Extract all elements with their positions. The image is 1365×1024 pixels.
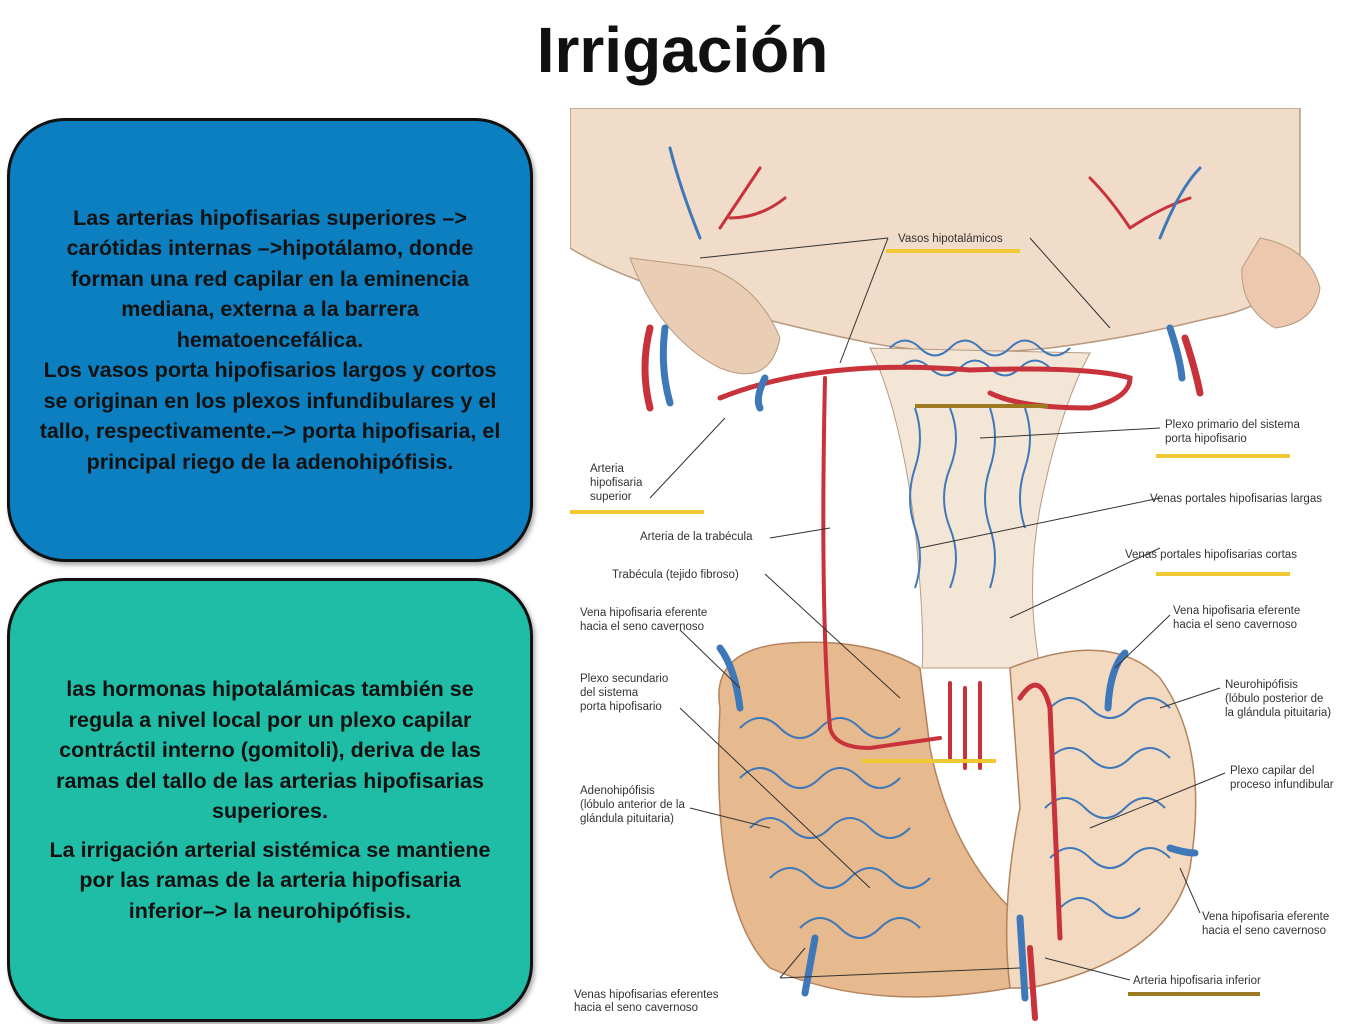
label-plexo-secundario-3: porta hipofisario: [580, 701, 662, 713]
label-arteria-trabecula: Arteria de la trabécula: [640, 531, 753, 543]
label-venas-cortas: Venas portales hipofisarias cortas: [1125, 549, 1297, 561]
infundibular-plexus-mesh: [1044, 697, 1171, 919]
leader-lines: [649, 237, 1226, 981]
info-paragraph: las hormonas hipotalámicas también se re…: [56, 677, 484, 823]
label-vena-izquierda: Vena hipofisaria eferente: [580, 607, 707, 619]
figure-labels: Vasos hipotalámicos Plexo primario del s…: [574, 233, 1334, 1014]
label-plexo-capilar: Plexo capilar del: [1230, 765, 1314, 777]
pituitary-vascular-illustration: Vasos hipotalámicos Plexo primario del s…: [570, 108, 1360, 1024]
info-paragraph: Los vasos porta hipofisarios largos y co…: [39, 358, 501, 474]
label-arteria-inferior: Arteria hipofisaria inferior: [1133, 975, 1261, 987]
info-box-superior-arteries: Las arterias hipofisarias superiores –> …: [7, 118, 533, 562]
info-paragraph: La irrigación arterial sistémica se mant…: [49, 837, 491, 923]
label-arteria-superior-2: hipofisaria: [590, 477, 643, 489]
label-plexo-secundario-2: del sistema: [580, 687, 639, 699]
label-arteria-superior: Arteria: [590, 463, 624, 475]
veins: [659, 146, 1202, 1002]
label-venas-eferentes: Venas hipofisarias eferentes: [574, 989, 719, 1001]
label-adenohipofisis-2: (lóbulo anterior de la: [580, 799, 685, 811]
info-paragraph: Las arterias hipofisarias superiores –> …: [66, 205, 474, 352]
label-vena-izquierda-2: hacia el seno cavernoso: [580, 621, 704, 633]
adenohypophysis-shape: [717, 641, 1011, 998]
label-adenohipofisis-3: glándula pituitaria): [580, 813, 674, 825]
optic-left-shape: [629, 257, 781, 375]
label-arteria-superior-3: superior: [590, 491, 632, 503]
label-vasos-hipotalamicos: Vasos hipotalámicos: [898, 233, 1003, 245]
highlight-underlines: [570, 249, 1290, 996]
arteries: [641, 166, 1204, 1021]
neurohypophysis-shape: [1005, 649, 1197, 989]
label-vena-derecha: Vena hipofisaria eferente: [1173, 605, 1300, 617]
label-plexo-primario-2: porta hipofisario: [1165, 433, 1247, 445]
label-vena-inferior-2: hacia el seno cavernoso: [1202, 925, 1326, 937]
info-box-local-regulation: las hormonas hipotalámicas también se re…: [7, 578, 533, 1022]
optic-right-shape: [1241, 237, 1321, 329]
label-vena-derecha-2: hacia el seno cavernoso: [1173, 619, 1297, 631]
label-vena-inferior: Vena hipofisaria eferente: [1202, 911, 1329, 923]
label-venas-largas: Venas portales hipofisarias largas: [1150, 493, 1322, 505]
label-adenohipofisis: Adenohipófisis: [580, 785, 655, 797]
page-title: Irrigación: [536, 14, 829, 86]
secondary-plexus-mesh: [739, 717, 931, 939]
label-venas-eferentes-2: hacia el seno cavernoso: [574, 1002, 698, 1014]
label-neurohipofisis: Neurohipófisis: [1225, 679, 1298, 691]
label-plexo-secundario: Plexo secundario: [580, 673, 668, 685]
label-plexo-capilar-2: proceso infundibular: [1230, 779, 1334, 791]
primary-plexus-mesh: [889, 339, 1071, 589]
label-trabecula: Trabécula (tejido fibroso): [612, 569, 739, 581]
label-neurohipofisis-3: la glándula pituitaria): [1225, 707, 1331, 719]
label-neurohipofisis-2: (lóbulo posterior de: [1225, 693, 1323, 705]
label-plexo-primario: Plexo primario del sistema: [1165, 419, 1300, 431]
